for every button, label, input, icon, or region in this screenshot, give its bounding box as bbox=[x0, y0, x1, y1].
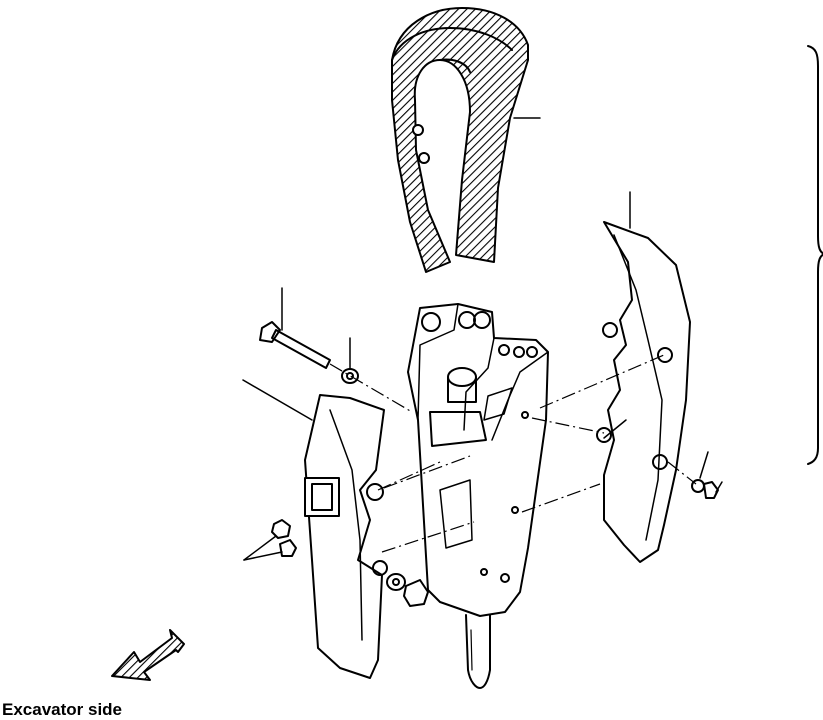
alignment-lines bbox=[329, 354, 697, 553]
bolt-washer bbox=[341, 337, 359, 384]
right-nuts bbox=[691, 451, 723, 499]
assembly-bracket bbox=[807, 45, 823, 465]
chisel-rod bbox=[465, 614, 491, 689]
right-side-plate bbox=[596, 191, 691, 563]
bottom-washer-nut bbox=[386, 573, 429, 607]
top-cushion-part bbox=[391, 7, 541, 273]
left-nuts bbox=[243, 519, 297, 561]
breaker-body bbox=[407, 303, 549, 617]
direction-arrow bbox=[111, 629, 185, 681]
long-bolt bbox=[259, 287, 331, 369]
direction-label: Excavator side bbox=[2, 700, 123, 719]
left-side-plate bbox=[242, 379, 388, 679]
